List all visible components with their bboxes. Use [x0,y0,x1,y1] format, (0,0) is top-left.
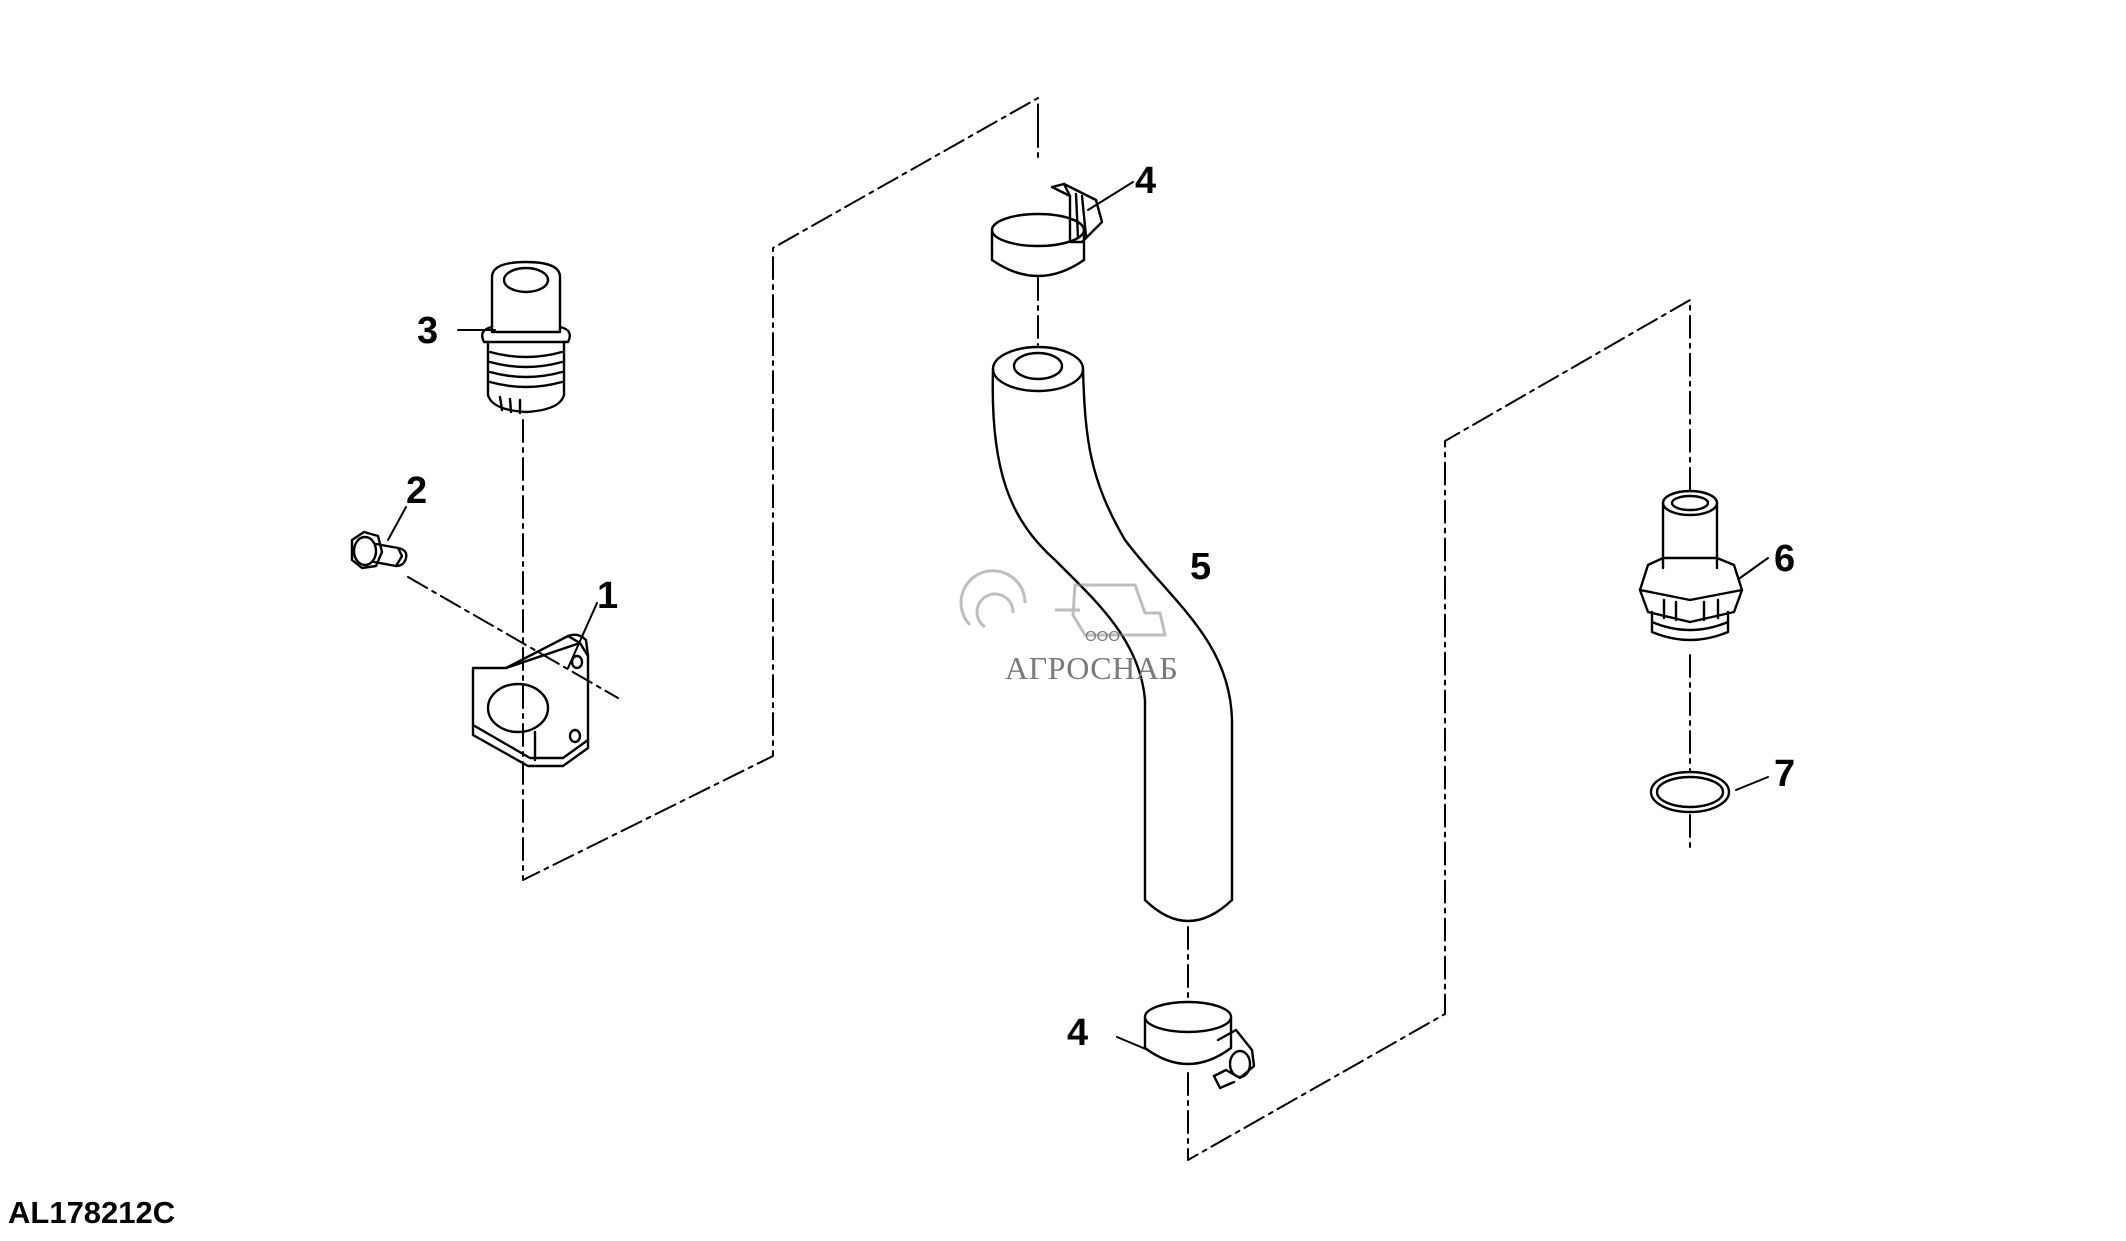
leader-lines [387,181,1769,1051]
part-2-bolt [350,530,408,570]
part-6-fitting [1638,489,1744,642]
watermark-brand-text: АГРОСНАБ [1005,650,1179,686]
callout-4-bottom: 4 [1067,1012,1089,1054]
part-3-fitting [481,260,571,415]
part-4-clamp-bottom [1143,1000,1256,1090]
callout-3: 3 [417,310,439,352]
callout-2: 2 [406,470,428,512]
callout-6: 6 [1774,538,1796,580]
gear-icon [959,569,1027,627]
part-4-clamp-top [990,182,1104,278]
center-lines [407,97,1691,1161]
watermark-logo [959,569,1167,637]
part-1-bracket [471,633,590,768]
centerline-bolt [407,576,619,699]
centerline-left-assembly [522,97,1039,881]
part-5-hose [991,345,1234,923]
watermark-small-text: ООО [1085,628,1121,645]
centerline-clamp-bottom [1187,299,1691,1161]
callout-7: 7 [1774,753,1796,795]
callout-1: 1 [597,575,619,617]
harvester-icon [1071,583,1167,637]
leader-7 [1735,776,1769,791]
leader-2 [387,506,407,541]
callout-5: 5 [1190,546,1212,588]
callout-4-top: 4 [1135,160,1157,202]
leader-4b [1116,1036,1149,1051]
part-7-o-ring [1649,770,1731,814]
leader-4a [1087,181,1134,211]
leader-6 [1739,557,1769,579]
figure-reference-code: AL178212C [8,1195,176,1230]
